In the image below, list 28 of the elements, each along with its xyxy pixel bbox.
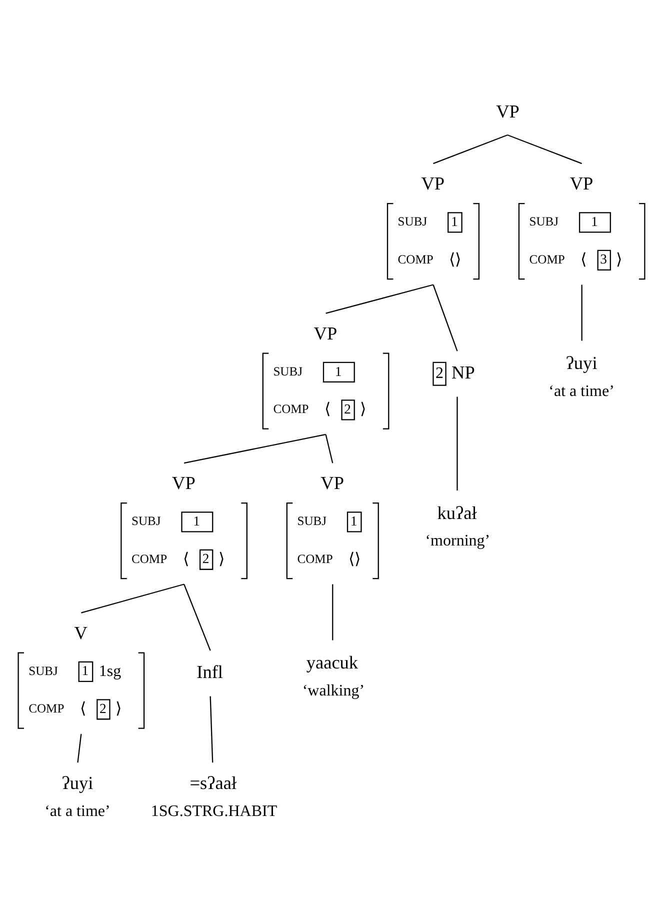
connector (81, 583, 184, 613)
connector (432, 284, 458, 351)
connector (332, 584, 334, 640)
node-text: =sʔaał 1SG.STRG.HABIT (150, 772, 278, 820)
connector (456, 396, 458, 490)
node-text: VP (496, 101, 520, 122)
node-label: VP (320, 472, 344, 493)
node-label: VP (172, 472, 196, 493)
connector (326, 284, 434, 314)
node-label: VP (421, 173, 445, 194)
connector (507, 134, 582, 164)
node-text: kuʔał ‘morning’ (425, 502, 490, 550)
node-text: ʔuyi ‘at a time’ (548, 352, 614, 400)
node-label: V (74, 622, 88, 642)
connector (581, 284, 582, 340)
connector (433, 134, 508, 164)
connector (77, 733, 82, 762)
node-text: yaacuk ‘walking’ (302, 652, 365, 699)
node-text: ʔuyi ‘at a time’ (44, 772, 110, 820)
connector (184, 433, 326, 464)
connector (184, 584, 211, 650)
node-box: 2 (432, 361, 446, 386)
connector (210, 696, 214, 762)
node-label: NP (452, 362, 475, 382)
node-text: Infl (196, 661, 223, 682)
connector (325, 434, 334, 463)
node-label: VP (570, 173, 594, 194)
node-label: VP (314, 322, 338, 343)
